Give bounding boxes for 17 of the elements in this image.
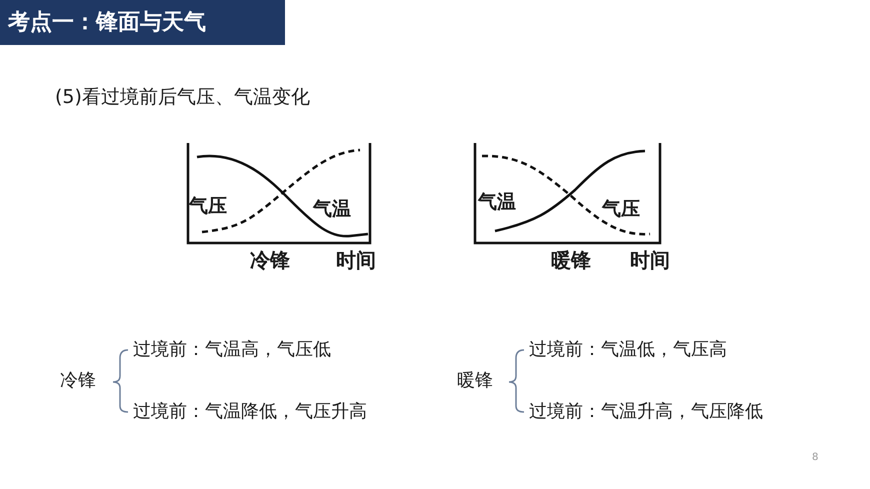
curve-label: 气压 bbox=[189, 195, 227, 218]
curve-label: 气压 bbox=[602, 198, 640, 221]
axis-label: 时间 bbox=[336, 248, 376, 272]
page-number: 8 bbox=[812, 452, 818, 464]
front-name: 暖锋 bbox=[457, 370, 493, 392]
heading: (5)看过境前后气压、气温变化 bbox=[55, 86, 310, 109]
description: 过境前：气温低，气压高 bbox=[529, 339, 727, 361]
axis-label: 冷锋 bbox=[250, 248, 290, 272]
curve-label: 气温 bbox=[478, 191, 516, 214]
description: 过境前：气温高，气压低 bbox=[133, 339, 331, 361]
title-banner: 考点一：锋面与天气 bbox=[0, 0, 285, 45]
axis-label: 时间 bbox=[630, 248, 670, 272]
description: 过境前：气温升高，气压降低 bbox=[529, 401, 763, 423]
axis-label: 暖锋 bbox=[551, 248, 591, 272]
description: 过境前：气温降低，气压升高 bbox=[133, 401, 367, 423]
curve-label: 气温 bbox=[313, 198, 351, 221]
front-name: 冷锋 bbox=[60, 370, 96, 392]
